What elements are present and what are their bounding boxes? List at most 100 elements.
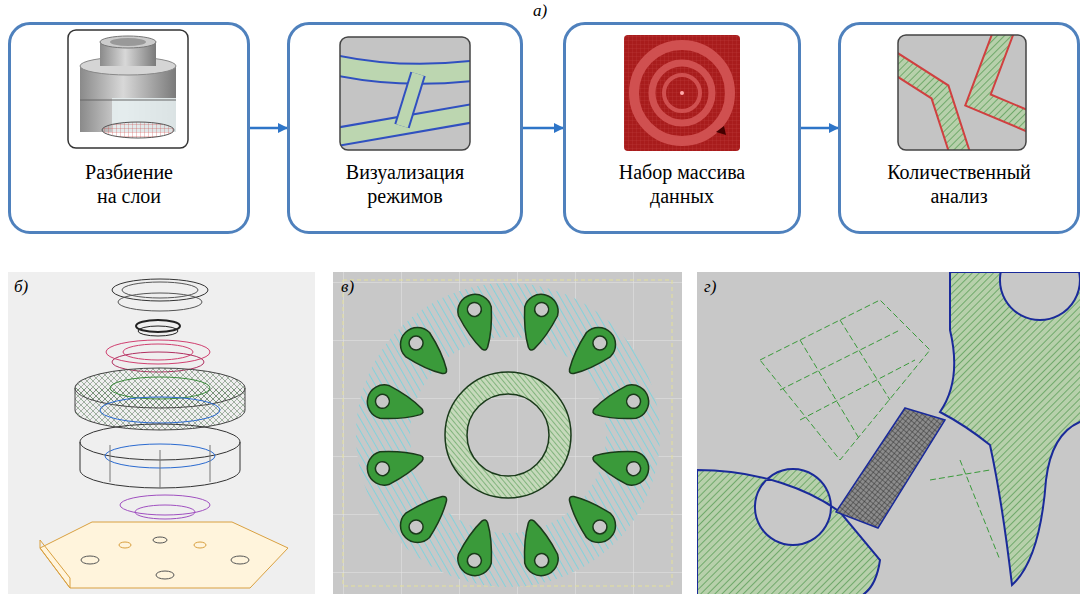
layer-view [454,291,502,355]
detail-view [697,272,1080,594]
detail-view [930,470,990,480]
analysis-thumbnail [898,35,1026,150]
detail-view [840,320,890,400]
process-box: Набор массива данных [563,22,801,234]
detail-view [800,340,860,440]
dataset-thumbnail [716,126,726,135]
layer-view [558,320,622,384]
analysis-thumbnail [890,28,1035,160]
exploded-assembly [194,542,206,548]
mode-thumbnail [340,64,470,138]
detail-view [940,272,1080,585]
dataset-thumbnail [634,45,730,141]
layer-view [406,333,426,353]
layer-view [393,485,457,549]
layer-view [514,291,562,355]
layer-view [589,381,653,429]
slicing-thumbnail [110,38,146,46]
dataset-thumbnail [624,35,740,151]
layer-view [364,381,428,429]
detail-view [800,360,915,420]
layer-view [454,516,502,580]
layer-view [625,460,642,477]
exploded-assembly [8,272,315,594]
step-label: Разбиение на слои [79,160,179,208]
layer-view [393,485,457,549]
exploded-assembly [135,505,195,519]
panel-letter: а) [533,1,547,21]
layer-view [333,272,682,594]
layer-view [364,291,653,580]
layer-view [590,333,610,353]
layer-view [533,552,550,569]
slicing-thumbnail [68,30,188,148]
exploded-assembly [156,571,174,579]
mode-thumbnail [340,37,470,150]
detail-view [836,408,945,528]
step-label: Набор массива данных [607,160,757,208]
layer-view [533,301,550,318]
exploded-assembly [81,556,99,564]
slicing-thumbnail [100,36,156,48]
layer-view [558,485,622,549]
dataset-thumbnail [664,75,700,111]
detail-view [697,240,1085,596]
flow-arrow [250,127,287,130]
dataset-thumbnail [624,35,740,151]
exploded-assembly [80,442,240,488]
exploded-assembly [118,293,202,311]
layer-view [333,272,682,594]
layer-view [454,291,502,355]
layer-view [393,320,457,384]
layer-view [456,383,560,487]
exploded-assembly [153,537,167,543]
mode-thumbnail [340,64,470,74]
layer-view [558,320,622,384]
panel-letter: б) [14,277,28,297]
layer-view [514,291,562,355]
layer-view [364,441,428,489]
mode-thumbnail [330,37,480,150]
layer-view [589,381,653,429]
dataset-thumbnail [652,63,712,123]
analysis-thumbnail [898,35,1026,150]
layer-view [590,517,610,537]
layer-view [466,552,483,569]
layer-view [589,441,653,489]
analysis-thumbnail [978,35,1026,124]
layer-view [445,372,571,498]
process-box: Разбиение на слои [8,22,250,234]
flow-arrow [801,127,838,130]
layer-view [589,441,653,489]
exploded-assembly [210,445,211,482]
layer-view [364,381,428,429]
exploded-assembly [110,377,210,399]
slicing-thumbnail [68,30,188,148]
exploded-assembly [122,282,198,298]
dataset-thumbnail [680,91,684,95]
layer-view [514,516,562,580]
exploded-assembly [75,368,245,408]
exploded-assembly [8,272,315,594]
exploded-assembly [119,542,131,548]
step-label: Визуализация режимов [330,160,480,208]
layer-view [514,516,562,580]
layer-view [454,516,502,580]
detail-view [780,330,900,390]
mode-thumbnail [402,74,418,126]
exploded-assembly [160,450,161,488]
step-label: Количественный анализ [879,160,1039,208]
analysis-thumbnail [898,60,962,150]
layer-view [406,517,426,537]
panel-letter: в) [341,277,354,297]
exploded-assembly [40,540,70,588]
analysis-thumbnail [978,35,1026,124]
slicing-thumbnail [80,100,176,101]
layer-view [364,441,428,489]
layer-view [467,394,549,476]
exploded-assembly [138,326,178,336]
exploded-assembly [100,397,220,423]
mode-thumbnail [340,64,470,74]
